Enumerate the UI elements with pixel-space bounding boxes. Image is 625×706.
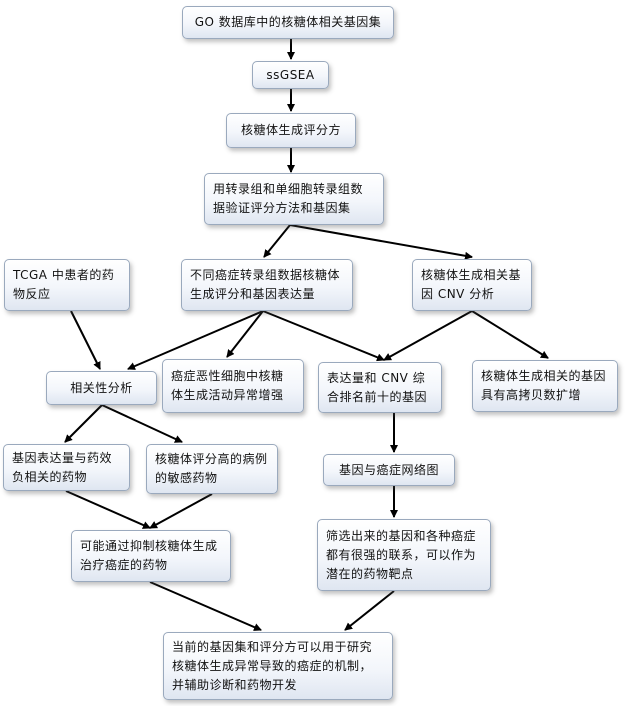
arrow-correlation-to-drug-expr bbox=[64, 404, 103, 443]
arrow-inhibit-to-conclusion bbox=[149, 581, 262, 631]
node-top10-genes-label: 表达量和 CNV 综合排名前十的基因 bbox=[327, 370, 428, 404]
node-tcga-drug-response-label: TCGA 中患者的药物反应 bbox=[13, 268, 115, 301]
node-cnv-analysis-label: 核糖体生成相关基因 CNV 分析 bbox=[421, 268, 522, 301]
node-ribosome-score: 核糖体生成评分方 bbox=[226, 113, 356, 148]
arrow-scores-expr-to-top10 bbox=[262, 310, 385, 362]
node-gene-cancer-network-label: 基因与癌症网络图 bbox=[338, 462, 439, 477]
arrow-drug-expr-to-inhibit bbox=[65, 490, 151, 529]
node-malignant-activity-label: 癌症恶性细胞中核糖体生成活动异常增强 bbox=[171, 369, 284, 402]
arrow-targets-to-conclusion bbox=[344, 590, 395, 631]
node-inhibit-drugs-label: 可能通过抑制核糖体生成治疗癌症的药物 bbox=[80, 539, 218, 572]
node-drug-expression-label: 基因表达量与药效负相关的药物 bbox=[12, 450, 113, 484]
arrow-validate-to-scores-expr bbox=[263, 224, 291, 258]
arrow-scores-expr-to-malignant bbox=[226, 310, 264, 358]
node-scores-expression-label: 不同癌症转录组数据核糖体生成评分和基因表达量 bbox=[190, 268, 341, 301]
node-malignant-activity: 癌症恶性细胞中核糖体生成活动异常增强 bbox=[162, 359, 304, 413]
node-drug-targets-label: 筛选出来的基因和各种癌症都有很强的联系，可以作为潜在的药物靶点 bbox=[326, 528, 477, 581]
node-scores-expression: 不同癌症转录组数据核糖体生成评分和基因表达量 bbox=[181, 259, 353, 311]
node-inhibit-drugs: 可能通过抑制核糖体生成治疗癌症的药物 bbox=[71, 530, 231, 582]
node-ssgsea: ssGSEA bbox=[252, 61, 329, 89]
node-cnv-analysis: 核糖体生成相关基因 CNV 分析 bbox=[412, 259, 532, 311]
node-go-genesets-label: GO 数据库中的核糖体相关基因集 bbox=[194, 15, 382, 29]
node-conclusion: 当前的基因集和评分方可以用于研究核糖体生成异常导致的癌症的机制，并辅助诊断和药物… bbox=[163, 632, 393, 700]
node-top10-genes: 表达量和 CNV 综合排名前十的基因 bbox=[318, 362, 442, 413]
node-ribosome-score-label: 核糖体生成评分方 bbox=[240, 123, 341, 137]
arrow-correlation-to-high-score bbox=[101, 404, 183, 443]
node-drug-targets: 筛选出来的基因和各种癌症都有很强的联系，可以作为潜在的药物靶点 bbox=[317, 519, 491, 591]
arrow-tcga-to-correlation bbox=[70, 310, 101, 370]
node-validate-label: 用转录组和单细胞转录组数据验证评分方法和基因集 bbox=[213, 182, 364, 215]
node-copy-number-label: 核糖体生成相关的基因具有高拷贝数扩增 bbox=[481, 369, 607, 402]
node-correlation-label: 相关性分析 bbox=[70, 380, 133, 395]
arrow-validate-to-cnv bbox=[289, 224, 473, 260]
node-copy-number: 核糖体生成相关的基因具有高拷贝数扩增 bbox=[472, 360, 618, 412]
node-high-score-drugs-label: 核糖体评分高的病例的敏感药物 bbox=[155, 452, 268, 485]
arrow-cnv-to-copy-number bbox=[471, 310, 549, 359]
node-correlation: 相关性分析 bbox=[46, 371, 157, 405]
node-drug-expression: 基因表达量与药效负相关的药物 bbox=[3, 444, 130, 491]
arrow-scores-expr-to-correlation bbox=[127, 310, 264, 370]
node-go-genesets: GO 数据库中的核糖体相关基因集 bbox=[182, 6, 394, 39]
node-validate: 用转录组和单细胞转录组数据验证评分方法和基因集 bbox=[204, 173, 384, 225]
arrow-high-score-to-inhibit bbox=[149, 493, 213, 529]
node-gene-cancer-network: 基因与癌症网络图 bbox=[323, 454, 455, 486]
arrow-cnv-to-top10 bbox=[383, 310, 473, 361]
node-tcga-drug-response: TCGA 中患者的药物反应 bbox=[4, 259, 130, 311]
node-conclusion-label: 当前的基因集和评分方可以用于研究核糖体生成异常导致的癌症的机制，并辅助诊断和药物… bbox=[172, 639, 373, 692]
node-ssgsea-label: ssGSEA bbox=[266, 67, 315, 82]
node-high-score-drugs: 核糖体评分高的病例的敏感药物 bbox=[146, 444, 278, 494]
